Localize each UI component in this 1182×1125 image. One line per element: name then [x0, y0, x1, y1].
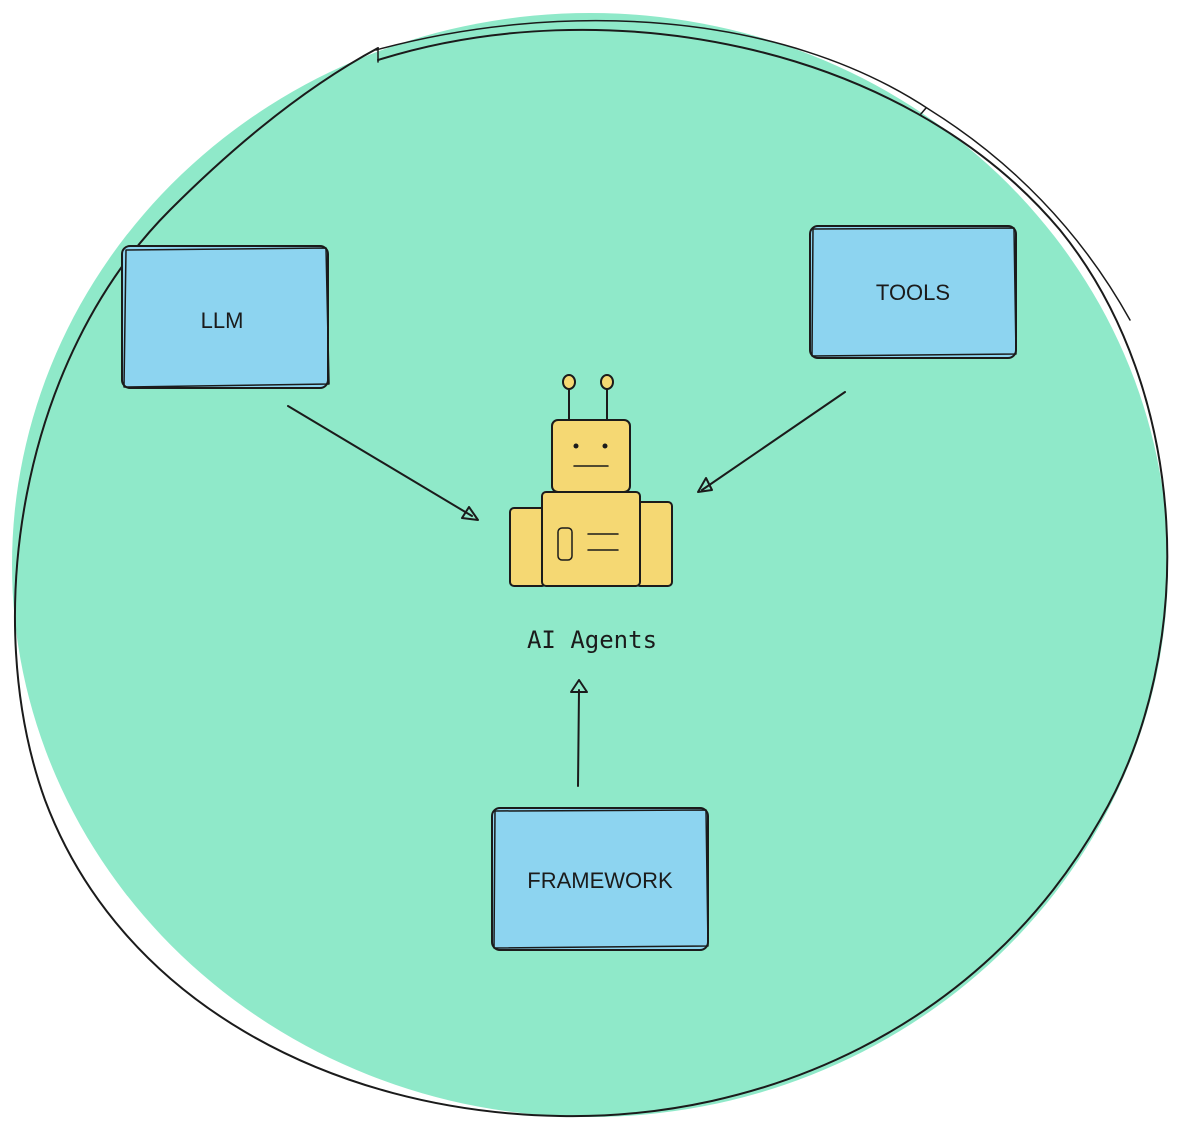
node-llm: LLM: [121, 245, 330, 389]
edge-framework-to-center: [570, 679, 588, 787]
node-tools: TOOLS: [809, 225, 1017, 359]
center-label: AI Agents: [527, 626, 657, 654]
node-label-tools: TOOLS: [876, 280, 950, 305]
node-label-llm: LLM: [201, 308, 244, 333]
node-label-framework: FRAMEWORK: [527, 868, 673, 893]
node-framework: FRAMEWORK: [491, 807, 709, 951]
edge-tools-to-center: [697, 391, 846, 493]
edge-llm-to-center: [287, 405, 479, 521]
robot-icon: [509, 374, 673, 587]
